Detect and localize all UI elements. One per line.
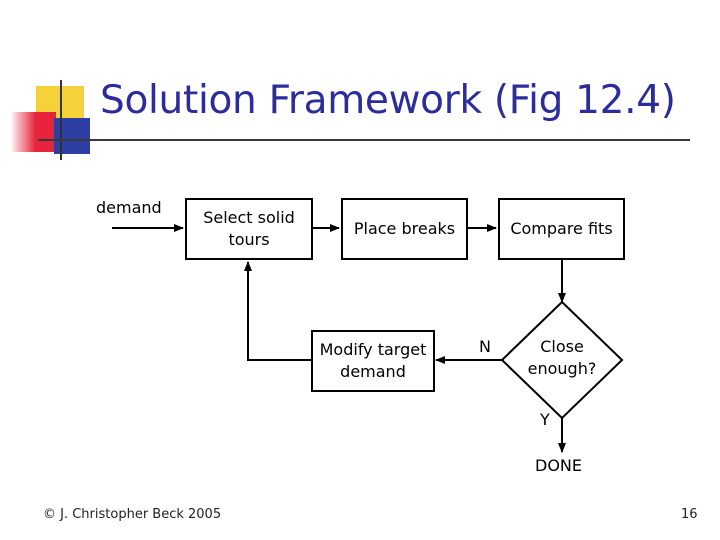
terminal-done: DONE (535, 456, 582, 475)
slide-title: Solution Framework (Fig 12.4) (100, 78, 676, 123)
arrow-modify-to-select (244, 261, 311, 361)
footer-copyright: © J. Christopher Beck 2005 (43, 507, 222, 522)
decor-red-square (10, 112, 56, 152)
node-modify-target-demand: Modify target demand (311, 330, 435, 392)
node-compare-fits: Compare fits (498, 198, 625, 260)
node-select-solid-tours: Select solid tours (185, 198, 313, 260)
edge-label-yes: Y (540, 410, 550, 429)
page-number: 16 (681, 507, 698, 522)
decor-vertical-line (60, 80, 62, 160)
input-label-demand: demand (96, 198, 162, 217)
node-compare-label: Compare fits (510, 219, 613, 238)
node-select-label: Select solid tours (203, 208, 295, 249)
node-place-breaks: Place breaks (341, 198, 468, 260)
title-divider (38, 139, 690, 141)
decision-label: Close enough? (527, 337, 597, 378)
edge-label-no: N (479, 337, 491, 356)
node-place-label: Place breaks (353, 219, 456, 238)
node-modify-label: Modify target demand (319, 340, 427, 381)
